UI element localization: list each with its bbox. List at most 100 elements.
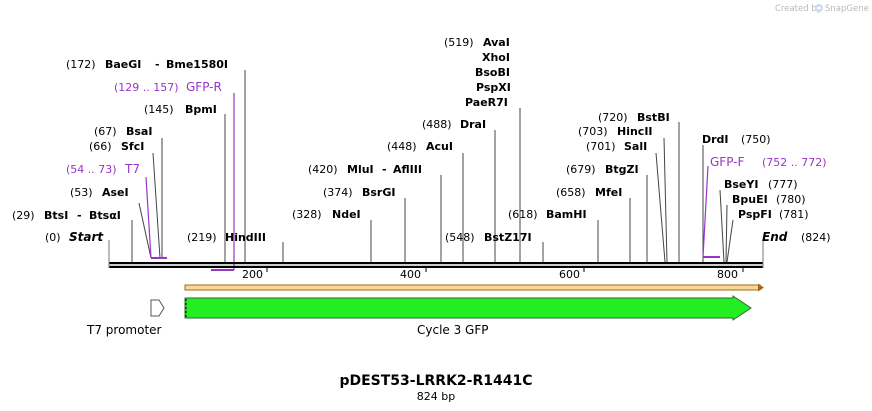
bpuei-name: BpuEI [732,193,768,206]
bpuei-line [725,204,728,263]
pspxi-name: PspXI [476,81,511,94]
drai-pos: (488) [422,118,452,131]
bsrgi-pos: (374) [323,186,353,199]
sfci-line [152,152,161,259]
site-bamhi[interactable]: (618) BamHI [508,208,587,221]
site-avai-group[interactable]: (519) AvaI XhoI BsoBI PspXI PaeR7I [444,36,511,109]
site-bseyi[interactable]: BseYI (777) [724,178,798,191]
gfp-feature-label: Cycle 3 GFP [417,323,489,337]
pspfi-line [726,219,734,263]
ndei-pos: (328) [292,208,322,221]
bstz17i-name: BstZ17I [484,231,532,244]
baegi-pos: (172) [66,58,96,71]
asei-line [138,202,152,259]
feature-t7-promoter[interactable]: T7 promoter [86,299,165,337]
site-btsi[interactable]: (29) BtsI - BtsαI [12,209,121,222]
bpmi-pos: (145) [144,103,174,116]
site-sfci[interactable]: (66) SfcI [89,140,144,153]
site-btgzi[interactable]: (679) BtgZI [566,163,639,176]
t7-name: T7 [124,162,140,176]
start-label: Start [69,230,104,244]
bseyi-name: BseYI [724,178,758,191]
bpuei-pos: (780) [776,193,806,206]
site-asei[interactable]: (53) AseI [70,186,129,199]
site-hincii[interactable]: (703) HincII [578,125,653,138]
primer-t7[interactable]: (54 .. 73) T7 [66,162,167,259]
site-sali[interactable]: (701) SalI [586,140,647,153]
mlui-pos: (420) [308,163,338,176]
hindiii-pos: (219) [187,231,217,244]
brand-text: SnapGene [825,4,869,14]
pspfi-pos: (781) [779,208,809,221]
bsobi-name: BsoBI [475,66,510,79]
primer-gfp-f[interactable]: GFP-F (752 .. 772) [702,155,827,258]
site-bsrgi[interactable]: (374) BsrGI [323,186,395,199]
bstbi-pos: (720) [598,111,628,124]
site-mfei[interactable]: (658) MfeI [556,186,622,199]
site-ndei[interactable]: (328) NdeI [292,208,361,221]
pspfi-name: PspFI [738,208,772,221]
btsi-pos: (29) [12,209,35,222]
asei-pos: (53) [70,186,93,199]
xhoi-name: XhoI [482,51,510,64]
acui-name: AcuI [426,140,453,153]
tick-600: 600 [559,268,580,281]
paer7i-name: PaeR7I [465,96,508,109]
tick-200: 200 [242,268,263,281]
site-bsai[interactable]: (67) BsaI [94,125,152,138]
baegi-name: BaeGI [105,58,141,71]
orf-bar[interactable] [184,283,764,292]
bamhi-pos: (618) [508,208,538,221]
map-title: pDEST53-LRRK2-R1441C [339,373,532,389]
svg-text:-: - [382,163,387,176]
hindiii-name: HindIII [225,231,266,244]
btsi-name: BtsI [44,209,68,222]
site-acui[interactable]: (448) AcuI [387,140,453,153]
hincii-line [663,137,668,263]
site-bpuei[interactable]: BpuEI (780) [732,193,806,206]
drdi-name: DrdI [702,133,729,146]
btsi-extra: BtsαI [89,209,121,222]
site-hindiii[interactable]: (219) HindIII [187,231,266,244]
svg-text:-: - [77,209,82,222]
site-bstz17i[interactable]: (548) BstZ17I [445,231,532,244]
gfp-f-range: (752 .. 772) [762,156,827,169]
acui-pos: (448) [387,140,417,153]
mlui-name: MluI [347,163,374,176]
ndei-name: NdeI [332,208,361,221]
bsai-pos: (67) [94,125,117,138]
credit-text: Created by [775,4,822,14]
gfp-r-name: GFP-R [186,80,222,94]
bseyi-pos: (777) [768,178,798,191]
end-pos: (824) [801,231,831,244]
site-mlui[interactable]: (420) MluI - AflIII [308,163,422,176]
feature-cycle3-gfp[interactable]: Cycle 3 GFP [184,295,752,337]
bamhi-name: BamHI [546,208,587,221]
bseyi-line [719,189,725,263]
t7-range: (54 .. 73) [66,163,117,176]
mlui-extra: AflIII [393,163,422,176]
end-label: End [762,230,788,244]
mfei-pos: (658) [556,186,586,199]
sali-pos: (701) [586,140,616,153]
svg-text:-: - [155,58,160,71]
sali-name: SalI [624,140,647,153]
snapgene-logo-icon [815,4,823,12]
snapgene-credit[interactable]: Created by SnapGene [775,4,869,14]
hincii-name: HincII [617,125,653,138]
site-bpmi[interactable]: (145) BpmI [144,103,217,116]
drai-name: DraI [460,118,486,131]
avai-name: AvaI [483,36,510,49]
site-bstbi[interactable]: (720) BstBI [598,111,670,124]
sfci-name: SfcI [121,140,144,153]
site-connectors [131,70,734,263]
mfei-name: MfeI [595,186,622,199]
site-pspfi[interactable]: PspFI (781) [738,208,809,221]
bstbi-name: BstBI [637,111,670,124]
site-drdi[interactable]: DrdI (750) [702,133,771,146]
site-drai[interactable]: (488) DraI [422,118,486,131]
site-baegi[interactable]: (172) BaeGI - Bme1580I [66,58,228,71]
dna-backbone [108,240,764,272]
primer-gfp-r[interactable]: (129 .. 157) GFP-R [114,80,235,271]
